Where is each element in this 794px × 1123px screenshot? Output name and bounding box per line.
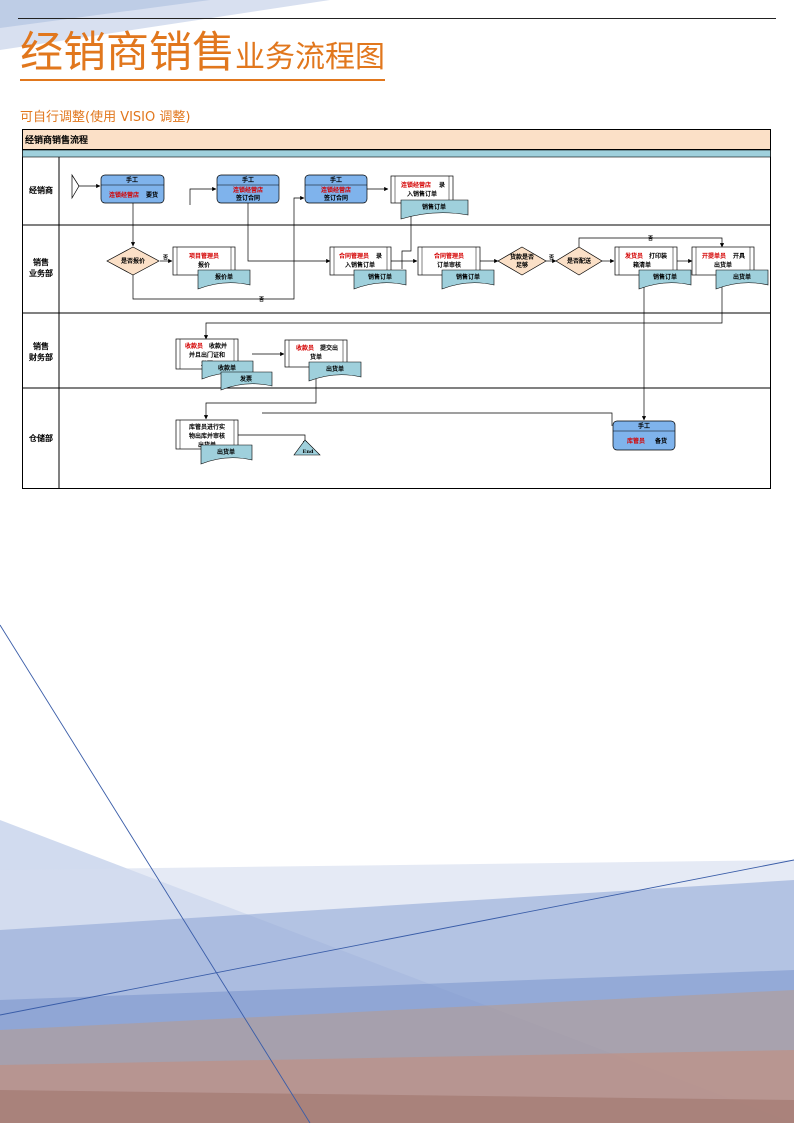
svg-text:手工: 手工 [126,176,138,184]
title-main: 经销商销售 [20,28,235,78]
title-sub: 业务流程图 [235,40,385,75]
svg-text:连锁经营店: 连锁经营店 [109,191,139,199]
doc-sales-order-1: 销售订单 [400,199,469,220]
node-dealer-order: 手工 连锁经营店 要货 [100,174,165,204]
flowchart: 经销商销售流程 经销商 销售 业务部 销售 财务部 仓储部 否 否 否 否 [22,129,771,489]
label-no-2: 否 [259,296,264,303]
label-no-3: 否 [549,254,554,261]
doc-sales-order-4: 销售订单 [638,269,692,290]
svg-text:出货单: 出货单 [733,273,751,281]
svg-text:并且出门证和: 并且出门证和 [189,351,225,359]
svg-text:手工: 手工 [330,176,342,184]
svg-text:出货单: 出货单 [714,261,732,269]
svg-text:发货员: 发货员 [624,252,643,260]
svg-text:合同管理员: 合同管理员 [434,252,464,260]
svg-text:录: 录 [439,181,445,189]
svg-text:销售订单: 销售订单 [422,203,446,211]
lane-dealer: 经销商 [29,185,53,195]
doc-delivery-2: 出货单 [308,361,362,382]
svg-text:收款单: 收款单 [218,364,236,372]
svg-text:备货: 备货 [654,437,667,445]
end-shape: End [293,439,321,456]
doc-invoice: 发票 [220,371,273,391]
svg-text:销售订单: 销售订单 [368,273,392,281]
svg-text:开提单员: 开提单员 [702,252,726,260]
svg-text:手工: 手工 [242,176,254,184]
svg-text:收款员: 收款员 [185,342,203,350]
diagram-header: 经销商销售流程 [25,134,88,146]
page-subtitle: 可自行调整(使用 VISIO 调整) [20,110,191,125]
svg-text:出货单: 出货单 [326,365,344,373]
svg-text:是否配送: 是否配送 [566,257,592,265]
svg-text:连锁经营店: 连锁经营店 [401,181,431,189]
start-shape [71,173,80,200]
header-rule [18,18,776,19]
svg-text:销售订单: 销售订单 [653,273,677,281]
decision-quote: 是否报价 [106,246,160,276]
lane-finance-1: 销售 [33,341,49,351]
svg-text:入销售订单: 入销售订单 [344,261,375,269]
svg-text:库管员: 库管员 [627,437,645,445]
diagram-header-bar [22,129,771,150]
svg-text:连锁经营店: 连锁经营店 [321,186,351,194]
svg-text:报价: 报价 [198,261,211,269]
node-sign-contract-1: 手工 连锁经营店 签订合同 [216,174,280,204]
node-warehouse-outbound: 库管员进行实 物出库并审核 出货单 [175,419,239,450]
svg-text:收款并: 收款并 [209,342,227,350]
doc-delivery-1: 出货单 [715,269,769,290]
node-entry-order: 连锁经营店 录 入销售订单 [390,175,454,204]
node-sign-contract-2: 手工 连锁经营店 签订合同 [304,174,368,204]
page-title: 经销商销售业务流程图 [20,32,385,81]
svg-text:货款是否: 货款是否 [509,253,534,261]
svg-text:入销售订单: 入销售订单 [406,190,437,198]
lane-warehouse: 仓储部 [28,433,53,443]
svg-text:库管员进行实: 库管员进行实 [189,423,225,431]
header-stripe [22,149,771,158]
lane-sales-2: 业务部 [29,268,53,278]
svg-text:连锁经营店: 连锁经营店 [233,186,263,194]
svg-text:报价单: 报价单 [215,273,233,281]
lane-finance-2: 财务部 [28,352,53,362]
svg-text:货单: 货单 [309,353,322,361]
svg-text:销售订单: 销售订单 [456,273,480,281]
decision-payment: 货款是否 足够 [497,246,547,276]
node-warehouse-prepare: 手工 库管员 备货 [612,420,676,451]
svg-text:是否报价: 是否报价 [120,257,146,265]
doc-delivery-3: 出货单 [200,444,253,465]
svg-text:合同管理员: 合同管理员 [339,252,369,260]
svg-text:打印装: 打印装 [649,252,667,260]
label-no-1: 否 [163,254,168,261]
svg-text:箱清单: 箱清单 [633,261,651,269]
doc-sales-order-2: 销售订单 [353,269,407,290]
svg-text:End: End [303,449,314,455]
svg-text:开具: 开具 [733,252,745,260]
label-no-4: 否 [648,235,653,242]
svg-text:要货: 要货 [146,191,158,199]
decision-ship: 是否配送 [555,246,603,276]
svg-text:订单审核: 订单审核 [437,261,461,269]
svg-text:物出库并审核: 物出库并审核 [189,432,225,440]
svg-text:足够: 足够 [516,261,528,269]
svg-text:收款员: 收款员 [296,344,314,352]
svg-text:项目管理员: 项目管理员 [189,252,219,260]
svg-text:录: 录 [376,252,382,260]
doc-quote: 报价单 [197,269,251,290]
svg-text:手工: 手工 [638,422,650,430]
doc-sales-order-3: 销售订单 [441,269,495,290]
svg-text:发票: 发票 [239,375,252,383]
lane-sales-1: 销售 [33,257,49,267]
svg-text:签订合同: 签订合同 [235,194,260,202]
svg-text:提交出: 提交出 [320,344,338,352]
svg-text:签订合同: 签订合同 [323,194,348,202]
svg-text:出货单: 出货单 [217,448,235,456]
